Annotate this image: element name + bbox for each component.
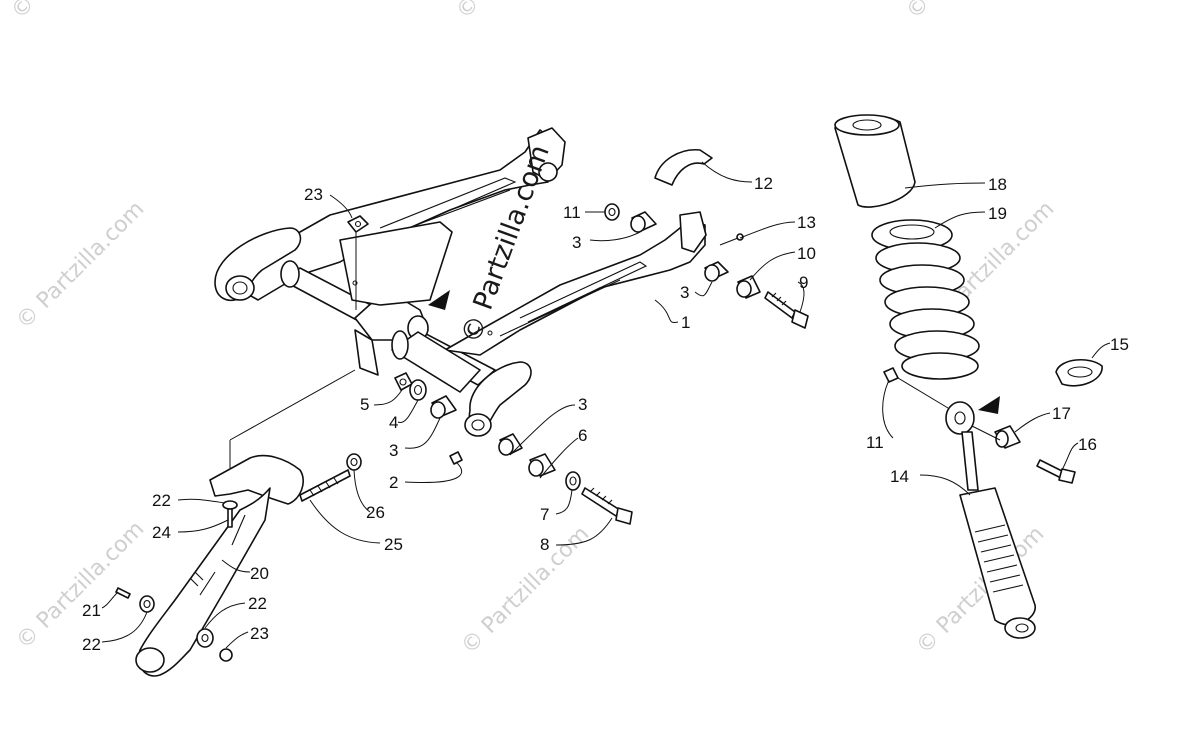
callout-23: 23 [304, 185, 323, 204]
watermark-text: © Partzilla.com [457, 522, 595, 660]
part-12-bumper [654, 149, 713, 186]
callout-21: 21 [82, 601, 101, 620]
front-bolt-group [498, 433, 633, 525]
callout-3: 3 [578, 395, 587, 414]
callout-26: 26 [366, 503, 385, 522]
callout-22: 22 [152, 491, 171, 510]
watermark-text: © Partzilla.com [7, 0, 145, 24]
shock-absorber-assembly [834, 114, 1103, 639]
callout-6: 6 [578, 426, 587, 445]
callout-24: 24 [152, 523, 171, 542]
callout-14: 14 [890, 467, 909, 486]
watermark-text: © Partzilla.com [12, 517, 150, 655]
callout-9: 9 [799, 273, 808, 292]
rear-arm-assembly [214, 127, 707, 437]
part-23-nut [347, 215, 369, 233]
callout-19: 19 [988, 204, 1007, 223]
callout-22: 22 [82, 635, 101, 654]
callout-25: 25 [384, 535, 403, 554]
callout-13: 13 [797, 213, 816, 232]
watermark-text: © Partzilla.com [12, 197, 150, 335]
callout-5: 5 [360, 395, 369, 414]
callout-22: 22 [248, 594, 267, 613]
callout-11: 11 [563, 203, 581, 222]
callout-10: 10 [797, 244, 816, 263]
callout-20: 20 [250, 564, 269, 583]
callout-4: 4 [389, 413, 398, 432]
callout-11: 11 [866, 433, 884, 452]
callout-23: 23 [250, 624, 269, 643]
top-bushing-group [604, 203, 744, 246]
callout-3: 3 [572, 233, 581, 252]
leader-lines [101, 161, 1111, 649]
left-hardware-group [394, 372, 463, 465]
callout-12: 12 [754, 174, 773, 193]
callout-7: 7 [540, 505, 549, 524]
part-19-spring [871, 219, 980, 380]
callout-3: 3 [680, 283, 689, 302]
callout-16: 16 [1078, 435, 1097, 454]
callout-1: 1 [681, 313, 690, 332]
watermark-text: © Partzilla.com [452, 0, 590, 24]
callout-3: 3 [389, 441, 398, 460]
direction-arrow-icon [428, 290, 450, 310]
right-bolt-group [704, 261, 809, 329]
callout-15: 15 [1110, 335, 1129, 354]
callout-8: 8 [540, 535, 549, 554]
callout-18: 18 [988, 175, 1007, 194]
part-20-link-arm [115, 453, 362, 677]
callout-labels: 1 2 3 3 3 3 4 5 6 7 8 9 10 11 11 12 13 1… [82, 174, 1129, 654]
callout-2: 2 [389, 473, 398, 492]
watermark-text: © Partzilla.com [902, 0, 1040, 24]
direction-arrow-icon [978, 396, 1000, 414]
callout-17: 17 [1052, 404, 1071, 423]
